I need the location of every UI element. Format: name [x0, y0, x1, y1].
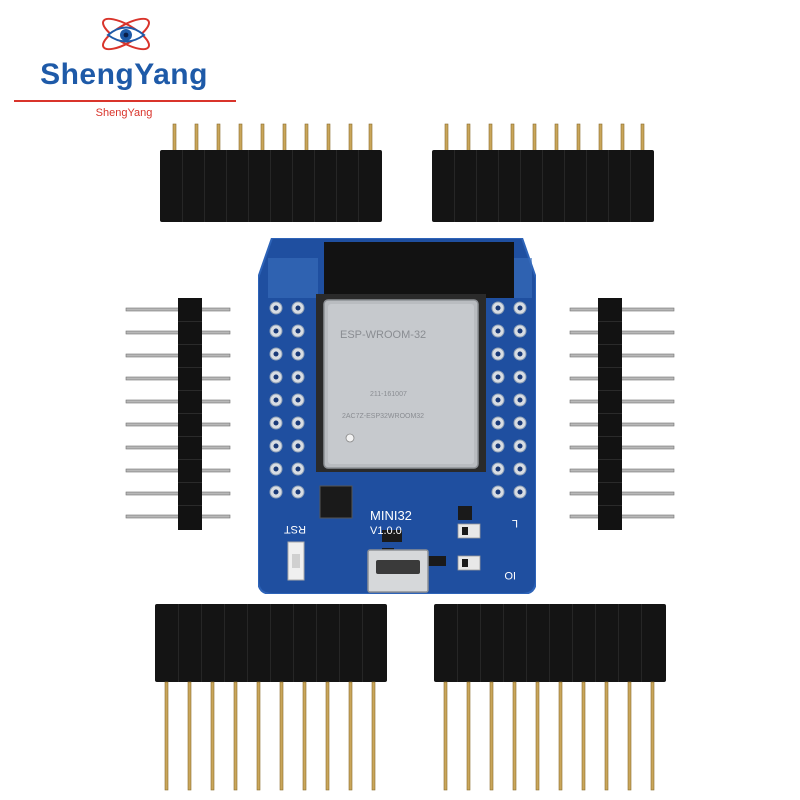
header-pins [155, 604, 387, 791]
female-header-bottom-right [434, 604, 666, 794]
board-version-label: V1.0.0 [370, 525, 402, 537]
female-header-bottom-left [155, 604, 387, 794]
l-label: L [512, 517, 518, 529]
board-name-label: MINI32 [370, 508, 412, 523]
brand-subtitle: ShengYang [95, 107, 153, 119]
male-header-pins [125, 298, 231, 530]
male-header-left [124, 296, 234, 532]
header-pins [160, 123, 382, 222]
female-header-top-left [160, 120, 382, 224]
brand-divider [14, 100, 236, 102]
male-header-pins [569, 298, 675, 530]
module-model-text: ESP-WROOM-32 [340, 329, 426, 341]
eye-atom-logo-icon [102, 17, 150, 51]
rst-label: RST [284, 523, 306, 535]
female-header-top-right [432, 120, 654, 224]
io-label: IO [504, 569, 516, 581]
module-cert-id-text: 211-161007 [370, 391, 407, 398]
board-silkscreen: ESP-WROOM-32 211-161007 2AC7Z-ESP32WROOM… [284, 329, 518, 581]
male-header-right [566, 296, 676, 532]
board-pcb [257, 237, 537, 595]
brand-name: ShengYang [40, 58, 208, 91]
module-fcc-text: 2AC7Z-ESP32WROOM32 [342, 413, 424, 420]
esp32-mini-board: ESP-WROOM-32 211-161007 2AC7Z-ESP32WROOM… [257, 237, 537, 595]
header-pins [432, 123, 654, 222]
header-pins [434, 604, 666, 791]
brand-logo: ShengYang ShengYang [8, 8, 240, 128]
